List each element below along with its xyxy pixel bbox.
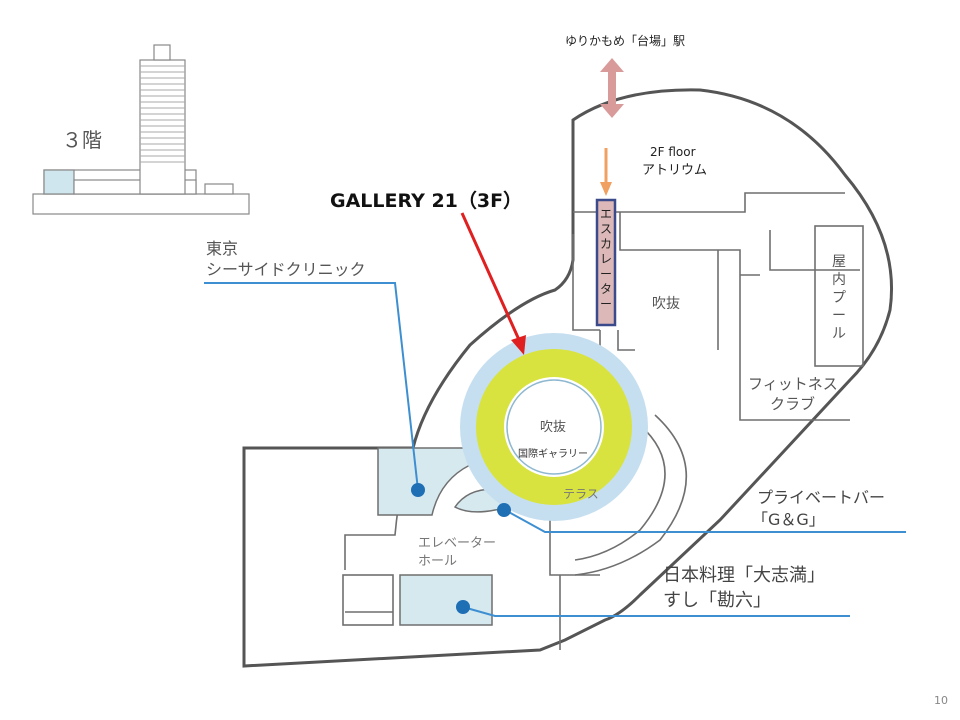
- pool-char: プ: [832, 290, 846, 306]
- shop-areas: [377, 447, 546, 626]
- bar-line1: プライベートバー: [757, 488, 885, 507]
- pool-char: 内: [832, 272, 846, 288]
- station-arrow: [600, 58, 624, 118]
- station-label: ゆりかもめ「台場」駅: [565, 33, 685, 48]
- restaurant-area: [399, 574, 493, 626]
- gallery-pointer-arrow: [460, 212, 526, 355]
- location-markers: [411, 483, 511, 614]
- bar-line2: 「G＆G」: [752, 510, 825, 529]
- terrace-label: テラス: [563, 487, 599, 501]
- escalator-char: タ: [600, 282, 612, 296]
- escalator-char: ー: [600, 297, 612, 311]
- escalator: [595, 198, 617, 327]
- pool-char: ー: [832, 308, 846, 324]
- elevator-hall-line1: エレベーター: [418, 536, 496, 551]
- escalator-char: エ: [600, 207, 612, 221]
- gallery-title: GALLERY 21（3F）: [330, 189, 522, 212]
- floor2-arrow: [600, 148, 612, 196]
- fitness-line2: クラブ: [770, 395, 815, 413]
- building-outline: [242, 88, 894, 668]
- clinic-line2: シーサイドクリニック: [206, 260, 366, 279]
- bar-marker: [497, 503, 511, 517]
- floor-label: ３階: [62, 128, 102, 152]
- escalator-label: エ ス カ レ ー タ ー: [600, 207, 612, 311]
- escalator-char: レ: [600, 252, 612, 266]
- restaurant-line1: 日本料理「大志満」: [663, 565, 825, 586]
- building-icon: [32, 44, 250, 215]
- clinic-line1: 東京: [206, 239, 238, 258]
- floor2-line1: 2F floor: [650, 145, 696, 159]
- gallery-ring: [460, 333, 648, 521]
- page-number: 10: [934, 694, 948, 707]
- escalator-char: ー: [600, 267, 612, 281]
- kokusai-gallery: 国際ギャラリー: [518, 448, 588, 460]
- floor2-line2: アトリウム: [642, 163, 707, 178]
- fitness-line1: フィットネス: [748, 375, 838, 393]
- pool-char: 屋: [832, 254, 846, 270]
- fukinuke-upper: 吹抜: [652, 296, 680, 312]
- pool-label: 屋 内 プ ー ル: [832, 254, 846, 342]
- escalator-char: ス: [600, 222, 612, 236]
- escalator-char: カ: [600, 237, 612, 251]
- clinic-marker: [411, 483, 425, 497]
- restaurant-line2: すし「勘六」: [663, 590, 771, 611]
- pool-char: ル: [832, 326, 846, 342]
- fukinuke-center: 吹抜: [540, 419, 566, 435]
- elevator-hall-line2: ホール: [418, 554, 457, 569]
- leader-lines: [204, 282, 906, 617]
- restaurant-marker: [456, 600, 470, 614]
